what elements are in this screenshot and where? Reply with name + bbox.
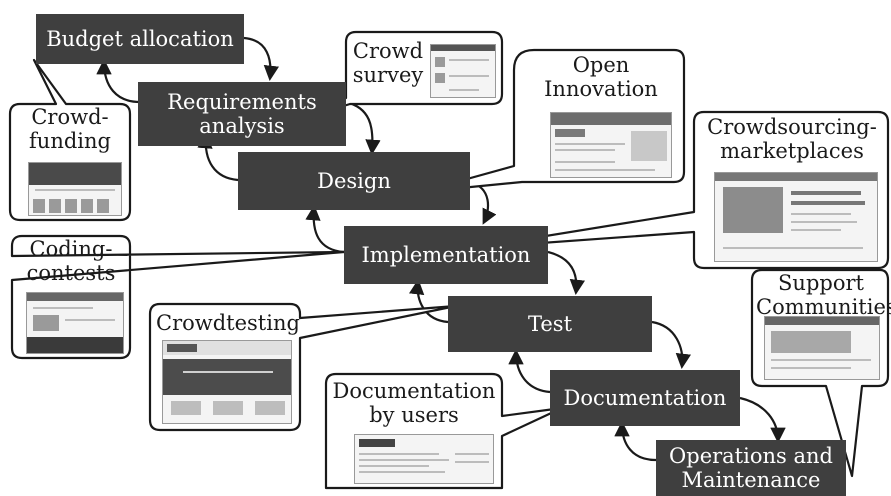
- arrow-implementation-to-design: [305, 204, 345, 254]
- arrow-test-to-documentation: [651, 320, 692, 370]
- callout-crowd-survey-label: Crowd survey: [352, 39, 424, 87]
- arrow-operations-to-documentation: [614, 420, 657, 462]
- crowd-survey-screenshot: [430, 44, 496, 98]
- callout-marketplaces-label: Crowdsourcing- marketplaces: [707, 115, 877, 163]
- stage-operations-and-maintenance: Operations and Maintenance: [656, 440, 846, 496]
- stage-budget-allocation: Budget allocation: [36, 14, 244, 64]
- crowdtesting-screenshot: [162, 340, 292, 424]
- crowdfunding-screenshot: [28, 162, 122, 216]
- stage-test: Test: [448, 296, 652, 352]
- callout-documentation-by-users-label: Documentation by users: [332, 379, 496, 427]
- coding-contests-screenshot: [26, 292, 124, 354]
- support-communities-screenshot: [764, 316, 880, 380]
- marketplaces-screenshot: [714, 172, 878, 262]
- arrow-documentation-to-test: [508, 348, 551, 394]
- arrow-implementation-to-test: [547, 250, 586, 296]
- arrow-test-to-implementation: [408, 278, 449, 324]
- arrow-design-to-implementation: [469, 180, 497, 225]
- documentation-by-users-screenshot: [354, 434, 494, 484]
- arrow-requirements-to-budget: [96, 58, 141, 104]
- arrow-budget-to-requirements: [243, 36, 280, 82]
- stage-documentation: Documentation: [550, 370, 740, 426]
- stage-implementation: Implementation: [344, 226, 548, 284]
- arrow-requirements-to-design: [345, 100, 381, 156]
- callout-crowdtesting-label: Crowdtesting: [156, 311, 300, 335]
- callout-support-communities-label: Support Communities: [756, 271, 891, 319]
- stage-requirements-analysis: Requirements analysis: [138, 82, 346, 146]
- arrow-documentation-to-operations: [739, 396, 786, 444]
- callout-open-innovation-label: Open Innovation: [544, 53, 658, 101]
- open-innovation-screenshot: [550, 112, 672, 178]
- callout-coding-contests-label: Coding- contests: [26, 237, 116, 285]
- stage-design: Design: [238, 152, 470, 210]
- callout-crowdfunding-label: Crowd- funding: [29, 105, 111, 153]
